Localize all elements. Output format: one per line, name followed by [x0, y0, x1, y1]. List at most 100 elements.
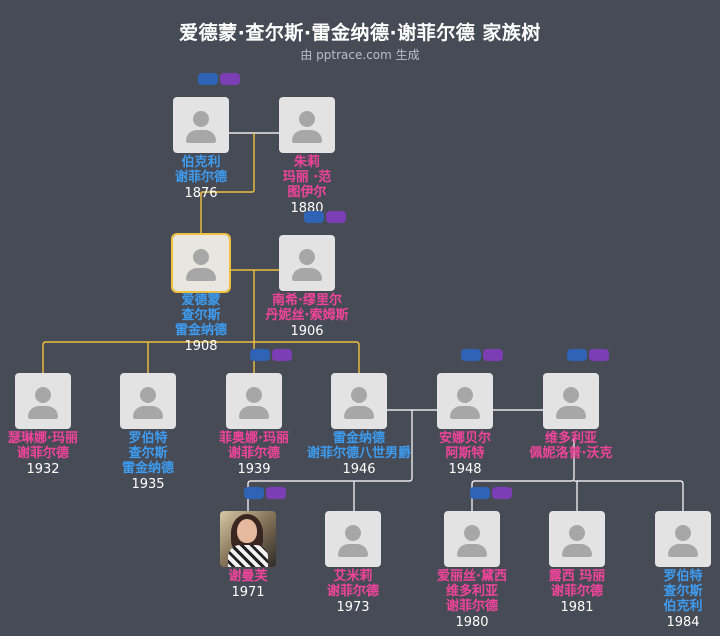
person-silhouette-icon[interactable] — [655, 511, 711, 567]
page-title: 爱德蒙·查尔斯·雷金纳德·谢菲尔德 家族树 — [179, 22, 541, 44]
person-birth-year: 1971 — [231, 585, 265, 600]
person-silhouette-icon[interactable] — [325, 511, 381, 567]
person-silhouette-icon[interactable] — [15, 373, 71, 429]
blue-badge-icon[interactable] — [198, 73, 218, 85]
person-name: 罗伯特查尔斯雷金纳德 — [73, 431, 223, 476]
person-birth-year: 1973 — [336, 600, 370, 615]
person-name-line: 谢菲尔德 — [16, 446, 69, 461]
person-birth-year: 1935 — [131, 477, 165, 492]
person-name-line: 艾米莉 — [333, 569, 373, 584]
person-silhouette-icon[interactable] — [331, 373, 387, 429]
person-birth-year: 1908 — [184, 339, 218, 354]
person-name-line: 安娜贝尔 — [438, 431, 491, 446]
person-name-line: 阿斯特 — [445, 446, 485, 461]
person-birth-year: 1946 — [342, 462, 376, 477]
purple-badge-icon[interactable] — [492, 487, 512, 499]
parent-child-link — [42, 341, 360, 373]
parent-child-link — [247, 410, 413, 511]
person-name: 露西 玛丽谢菲尔德 — [502, 569, 652, 599]
blue-badge-icon[interactable] — [470, 487, 490, 499]
person-name-line: 罗伯特 — [663, 569, 703, 584]
person-name: 朱莉玛丽 ·范图伊尔 — [232, 155, 382, 200]
person-name-line: 爱丽丝·黛西 — [437, 569, 507, 584]
person-name: 雷金纳德谢菲尔德八世男爵 — [284, 431, 434, 461]
relation-badge[interactable] — [470, 487, 512, 499]
person-silhouette-icon[interactable] — [549, 511, 605, 567]
purple-badge-icon[interactable] — [483, 349, 503, 361]
person-birth-year: 1980 — [455, 615, 489, 630]
person-name-line: 佩妮洛普·沃克 — [529, 446, 613, 461]
person-silhouette-icon[interactable] — [279, 235, 335, 291]
purple-badge-icon[interactable] — [589, 349, 609, 361]
person-name-line: 维多利亚 — [544, 431, 597, 446]
person-name: 瑟琳娜·玛丽谢菲尔德 — [0, 431, 118, 461]
person-name-line: 谢菲尔德 — [550, 584, 603, 599]
person-name-line: 谢曼芙 — [228, 569, 268, 584]
person-silhouette-icon[interactable] — [171, 233, 231, 293]
person-silhouette-icon[interactable] — [226, 373, 282, 429]
blue-badge-icon[interactable] — [304, 211, 324, 223]
person-silhouette-icon[interactable] — [173, 97, 229, 153]
person-name-line: 瑟琳娜·玛丽 — [8, 431, 78, 446]
person-birth-year: 1984 — [666, 615, 700, 630]
relation-badge[interactable] — [304, 211, 346, 223]
person-name-line: 南希·缪里尔 — [272, 293, 342, 308]
purple-badge-icon[interactable] — [220, 73, 240, 85]
person-name-line: 谢菲尔德 — [445, 599, 498, 614]
person-silhouette-icon[interactable] — [437, 373, 493, 429]
person-photo[interactable] — [220, 511, 276, 567]
relation-badge[interactable] — [461, 349, 503, 361]
person-silhouette-icon[interactable] — [543, 373, 599, 429]
person-name-line: 爱德蒙 — [181, 293, 221, 308]
page-subtitle: 由 pptrace.com 生成 — [300, 48, 420, 62]
person-name: 维多利亚佩妮洛普·沃克 — [496, 431, 646, 461]
person-name: 安娜贝尔阿斯特 — [390, 431, 540, 461]
person-name-line: 谢菲尔德 — [227, 446, 280, 461]
blue-badge-icon[interactable] — [461, 349, 481, 361]
relation-badge[interactable] — [244, 487, 286, 499]
relation-badge[interactable] — [567, 349, 609, 361]
person-name: 爱丽丝·黛西维多利亚谢菲尔德 — [397, 569, 547, 614]
person-name-line: 伯克利 — [663, 599, 703, 614]
person-name-line: 雷金纳德 — [332, 431, 385, 446]
person-name: 南希·缪里尔丹妮丝·索姆斯 — [232, 293, 382, 323]
person-name-line: 伯克利 — [181, 155, 221, 170]
person-name-line: 查尔斯 — [663, 584, 703, 599]
person-birth-year: 1906 — [290, 324, 324, 339]
person-name-line: 雷金纳德 — [121, 461, 174, 476]
relation-badge[interactable] — [250, 349, 292, 361]
blue-badge-icon[interactable] — [250, 349, 270, 361]
person-name: 菲奥娜·玛丽谢菲尔德 — [179, 431, 329, 461]
blue-badge-icon[interactable] — [567, 349, 587, 361]
person-name: 爱德蒙查尔斯雷金纳德 — [126, 293, 276, 338]
purple-badge-icon[interactable] — [266, 487, 286, 499]
person-name: 艾米莉谢菲尔德 — [278, 569, 428, 599]
person-birth-year: 1981 — [560, 600, 594, 615]
relation-badge[interactable] — [198, 73, 240, 85]
person-silhouette-icon[interactable] — [120, 373, 176, 429]
person-name: 伯克利谢菲尔德 — [126, 155, 276, 185]
person-name-line: 查尔斯 — [181, 308, 221, 323]
parent-child-link — [471, 438, 575, 511]
person-name-line: 维多利亚 — [445, 584, 498, 599]
person-name-line: 玛丽 ·范 — [282, 170, 332, 185]
person-birth-year: 1932 — [26, 462, 60, 477]
person-birth-year: 1939 — [237, 462, 271, 477]
person-name-line: 谢菲尔德八世男爵 — [306, 446, 411, 461]
blue-badge-icon[interactable] — [244, 487, 264, 499]
person-name-line: 雷金纳德 — [174, 323, 227, 338]
person-silhouette-icon[interactable] — [279, 97, 335, 153]
person-name: 谢曼芙 — [173, 569, 323, 584]
person-name-line: 图伊尔 — [287, 185, 327, 200]
person-name-line: 罗伯特 — [128, 431, 168, 446]
person-name-line: 丹妮丝·索姆斯 — [265, 308, 349, 323]
person-name-line: 谢菲尔德 — [174, 170, 227, 185]
purple-badge-icon[interactable] — [272, 349, 292, 361]
person-silhouette-icon[interactable] — [444, 511, 500, 567]
person-name-line: 菲奥娜·玛丽 — [219, 431, 289, 446]
person-name-line: 露西 玛丽 — [548, 569, 606, 584]
parent-child-link — [200, 133, 255, 235]
purple-badge-icon[interactable] — [326, 211, 346, 223]
person-name-line: 查尔斯 — [128, 446, 168, 461]
